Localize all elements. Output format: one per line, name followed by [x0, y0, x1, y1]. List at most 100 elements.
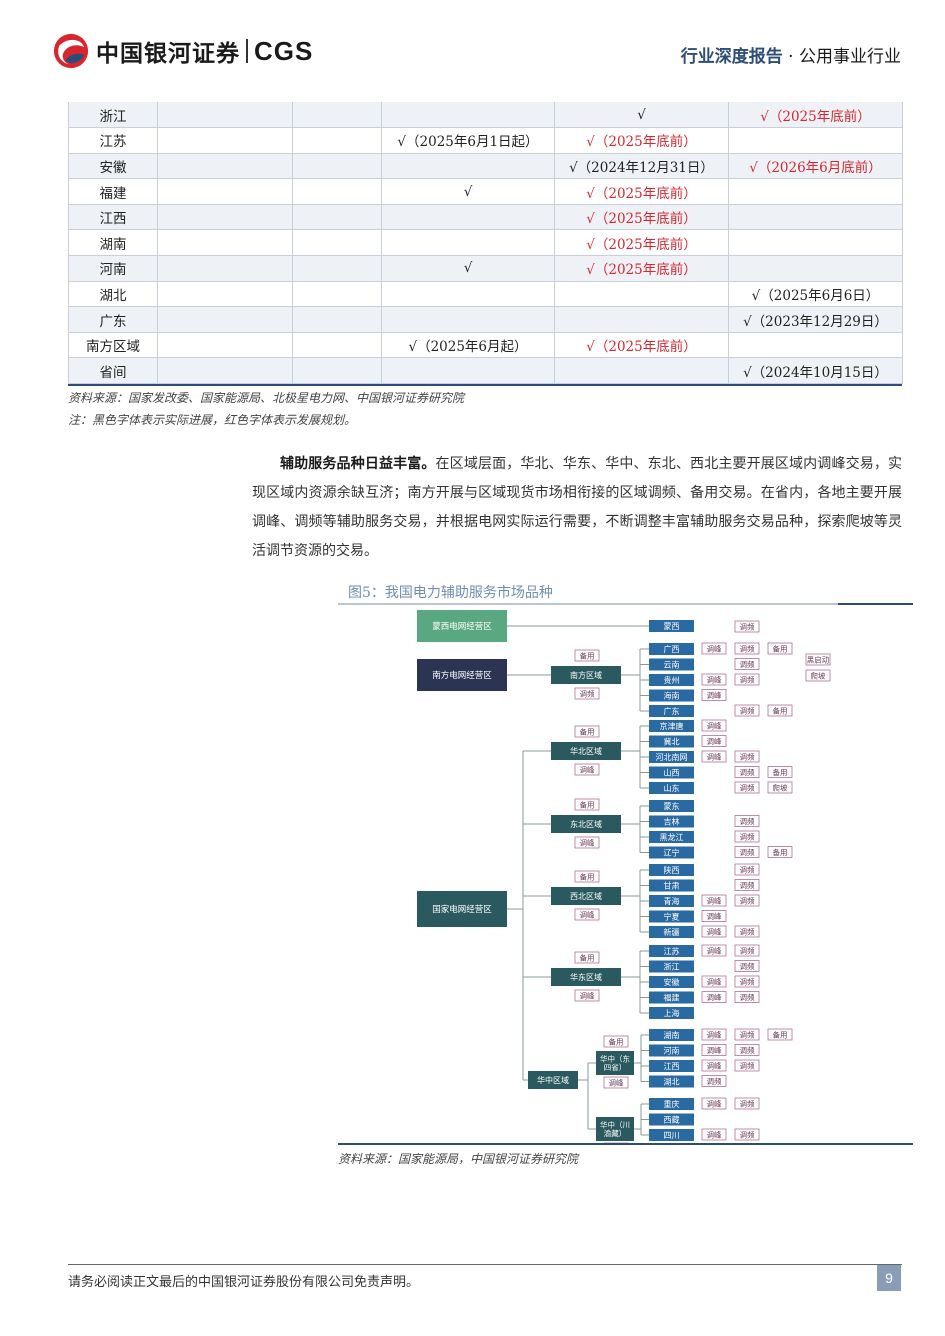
- service-tag-label: 调频: [740, 705, 755, 715]
- report-type: 行业深度报告: [680, 47, 783, 67]
- region-cell: 福建: [68, 178, 158, 205]
- service-tag-label: 调频: [740, 1060, 755, 1070]
- region-cell: 江西: [68, 204, 158, 231]
- province-box: [649, 1113, 694, 1126]
- service-tag-label: 调峰: [707, 1129, 722, 1139]
- progress-cell: √: [554, 102, 729, 129]
- province-box: [649, 1098, 694, 1110]
- province-box-label: 京津唐: [660, 721, 684, 731]
- progress-cell: [728, 229, 903, 257]
- service-tag-label: 备用: [773, 847, 788, 857]
- province-box: [649, 705, 694, 717]
- service-tag-label: 调峰: [707, 911, 722, 921]
- progress-cell: √（2025年底前）: [554, 332, 729, 359]
- service-tag-label: 爬坡: [773, 782, 788, 792]
- region-cell: 省间: [68, 357, 158, 385]
- service-tag: [701, 944, 727, 957]
- province-box-label: 福建: [664, 992, 680, 1002]
- report-category: 行业深度报告 · 公用事业行业: [681, 42, 901, 67]
- progress-cell: √（2025年6月6日）: [728, 281, 903, 308]
- province-box-label: 青海: [664, 896, 680, 906]
- table-bottom-rule: [68, 384, 902, 387]
- service-tag-label: 调频: [740, 1029, 755, 1039]
- service-tag-label: 调频: [740, 992, 755, 1002]
- province-box-label: 新疆: [664, 927, 680, 937]
- service-tag-label: 调频: [740, 751, 755, 761]
- service-tag: [734, 830, 760, 843]
- service-tag: [734, 673, 760, 686]
- progress-cell: [157, 204, 293, 231]
- service-tag-label: 备用: [580, 871, 595, 881]
- service-tag: [734, 975, 760, 988]
- page-header: 中国银河证券 CGS 行业深度报告 · 公用事业行业: [0, 0, 945, 100]
- service-tag: [701, 1028, 727, 1041]
- service-tag: [574, 763, 600, 776]
- service-tag: [805, 653, 831, 666]
- province-box-label: 云南: [664, 659, 680, 669]
- province-box-label: 广东: [664, 706, 680, 716]
- table-row: 福建√√（2025年底前）: [68, 178, 903, 205]
- subregion-box-label: 渝藏）: [604, 1128, 627, 1138]
- service-tag: [734, 815, 760, 827]
- service-tag: [701, 719, 727, 732]
- service-tag: [734, 766, 760, 778]
- service-tag-label: 调频: [740, 926, 755, 936]
- province-box: [649, 879, 694, 892]
- service-tag: [603, 1035, 629, 1048]
- progress-cell: [381, 153, 555, 180]
- province-box: [649, 689, 694, 702]
- progress-cell: [157, 102, 293, 129]
- progress-cell: [292, 204, 382, 231]
- progress-cell: [157, 306, 293, 333]
- service-tag-label: 调频: [707, 1076, 722, 1086]
- progress-cell: √（2025年底前）: [554, 255, 729, 282]
- service-tag: [767, 846, 793, 858]
- service-tag: [701, 750, 727, 763]
- service-tag-label: 备用: [773, 705, 788, 715]
- service-tag-label: 备用: [580, 650, 595, 660]
- service-tag-label: 调峰: [707, 736, 722, 746]
- service-tag: [734, 944, 760, 957]
- progress-cell: [381, 102, 555, 129]
- region-cell: 河南: [68, 255, 158, 282]
- service-tag-label: 调频: [740, 847, 755, 857]
- table-row: 河南√√（2025年底前）: [68, 255, 903, 282]
- logo-chinese-name: 中国银河证券: [96, 41, 240, 67]
- province-box-label: 广西: [664, 644, 680, 654]
- service-tag: [574, 989, 600, 1002]
- service-tag-label: 调频: [740, 1129, 755, 1139]
- province-box: [649, 945, 694, 957]
- service-tag: [734, 879, 760, 891]
- progress-cell: [292, 229, 382, 257]
- province-box-label: 陕西: [664, 865, 680, 875]
- region-box-label: 南方区域: [570, 670, 602, 680]
- service-tag: [734, 658, 760, 670]
- service-tag: [701, 1128, 727, 1141]
- progress-cell: √（2025年底前）: [554, 178, 729, 205]
- province-box-label: 安徽: [664, 977, 680, 987]
- progress-cell: [292, 153, 382, 180]
- service-tag: [574, 951, 600, 964]
- service-tag-label: 调峰: [707, 1098, 722, 1108]
- region-box-label: 华中区域: [537, 1075, 569, 1085]
- service-tag-label: 调频: [740, 961, 755, 971]
- service-tag-label: 调频: [740, 831, 755, 841]
- service-tag: [805, 669, 831, 682]
- province-box: [649, 751, 694, 763]
- service-tag: [701, 735, 727, 747]
- province-box-label: 重庆: [664, 1099, 680, 1109]
- province-box: [649, 1044, 694, 1057]
- figure-top-rule: [338, 603, 913, 605]
- progress-cell: [292, 127, 382, 154]
- service-tag: [734, 846, 760, 858]
- province-box: [649, 926, 694, 938]
- province-box-label: 黑龙江: [660, 832, 684, 842]
- service-tag-label: 备用: [580, 799, 595, 809]
- progress-cell: √（2025年底前）: [554, 127, 729, 154]
- table-row: 安徽√（2024年12月31日）√（2026年6月底前）: [68, 153, 903, 180]
- subregion-box: [596, 1051, 634, 1075]
- service-tag-label: 调峰: [707, 643, 722, 653]
- company-logo: 中国银河证券 CGS: [52, 32, 313, 70]
- state-grid-operator-box: [417, 891, 507, 927]
- table-row: 浙江√√（2025年底前）: [68, 102, 903, 129]
